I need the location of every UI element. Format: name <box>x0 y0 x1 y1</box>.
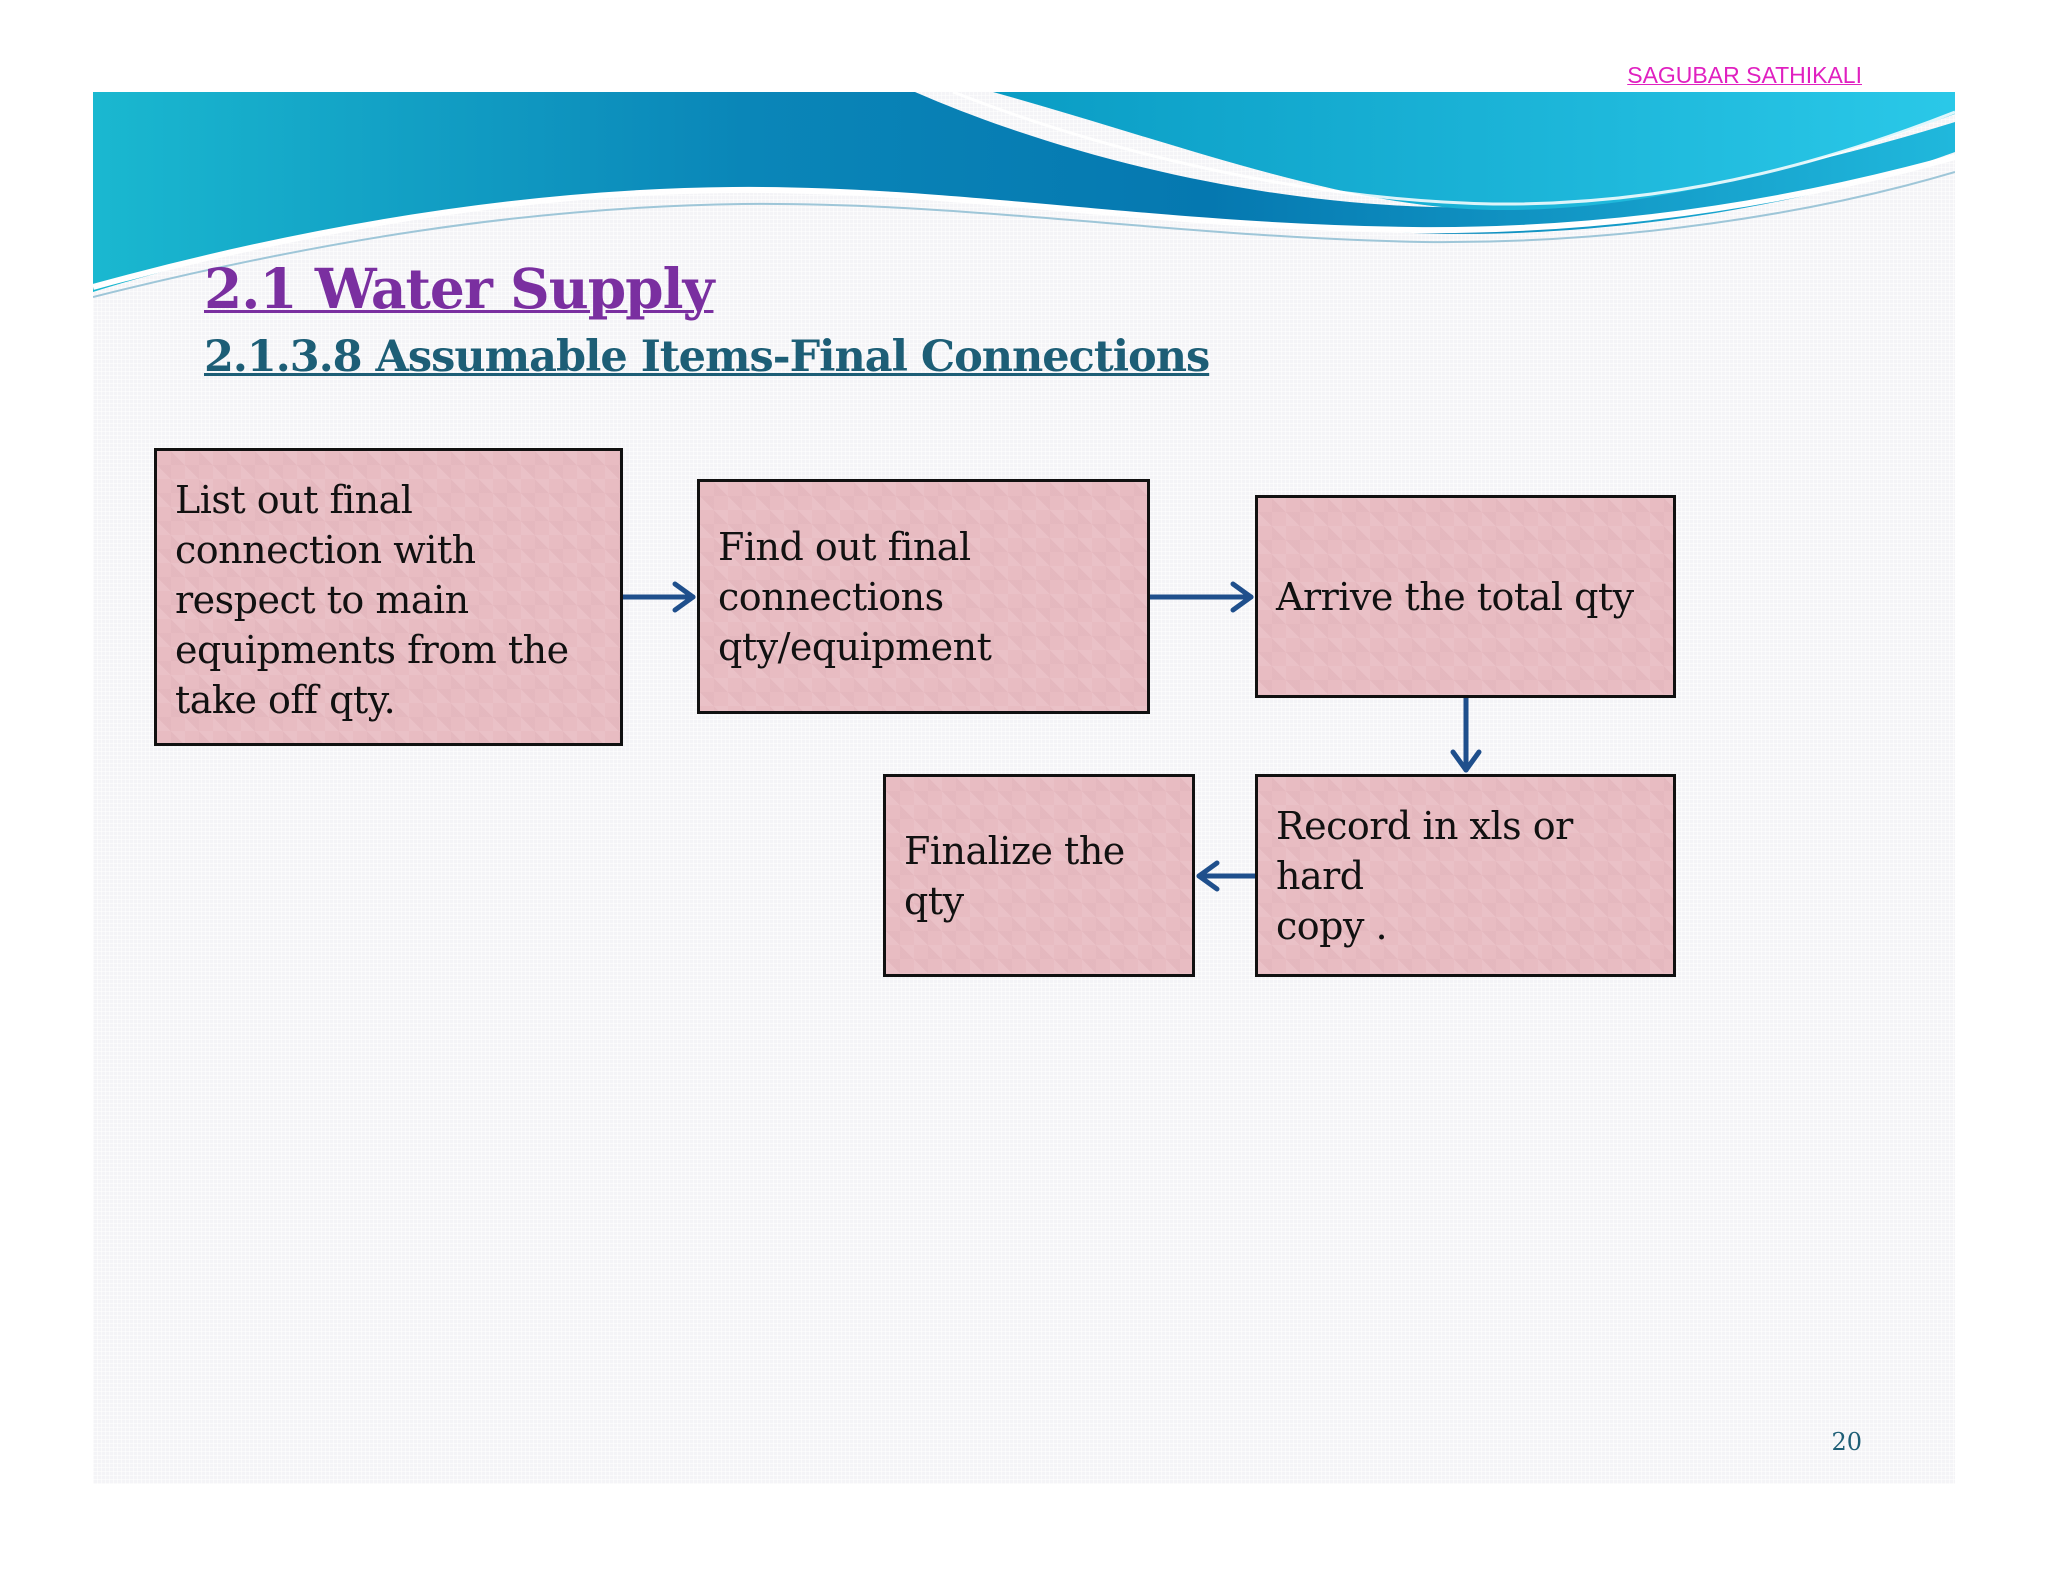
flow-step-list-connections: List out final connection with respect t… <box>154 448 623 746</box>
flow-step-text: Find out final connections qty/equipment <box>718 524 992 669</box>
page-number: 20 <box>1831 1428 1862 1456</box>
flow-step-find-connections: Find out final connections qty/equipment <box>697 479 1150 714</box>
flow-step-record: Record in xls or hard copy . <box>1255 774 1676 977</box>
header-wave-banner <box>93 92 1955 298</box>
flow-step-text: Record in xls or hard copy . <box>1276 803 1573 948</box>
slide-title: 2.1 Water Supply <box>204 256 714 321</box>
flow-step-total-qty: Arrive the total qty <box>1255 495 1676 698</box>
author-link[interactable]: SAGUBAR SATHIKALI <box>1627 62 1862 88</box>
flow-step-text: List out final connection with respect t… <box>175 478 569 722</box>
flow-step-text: Finalize the qty <box>904 828 1125 923</box>
flow-step-finalize: Finalize the qty <box>883 774 1195 977</box>
slide-subtitle: 2.1.3.8 Assumable Items-Final Connection… <box>204 332 1210 382</box>
flow-step-text: Arrive the total qty <box>1276 574 1634 619</box>
